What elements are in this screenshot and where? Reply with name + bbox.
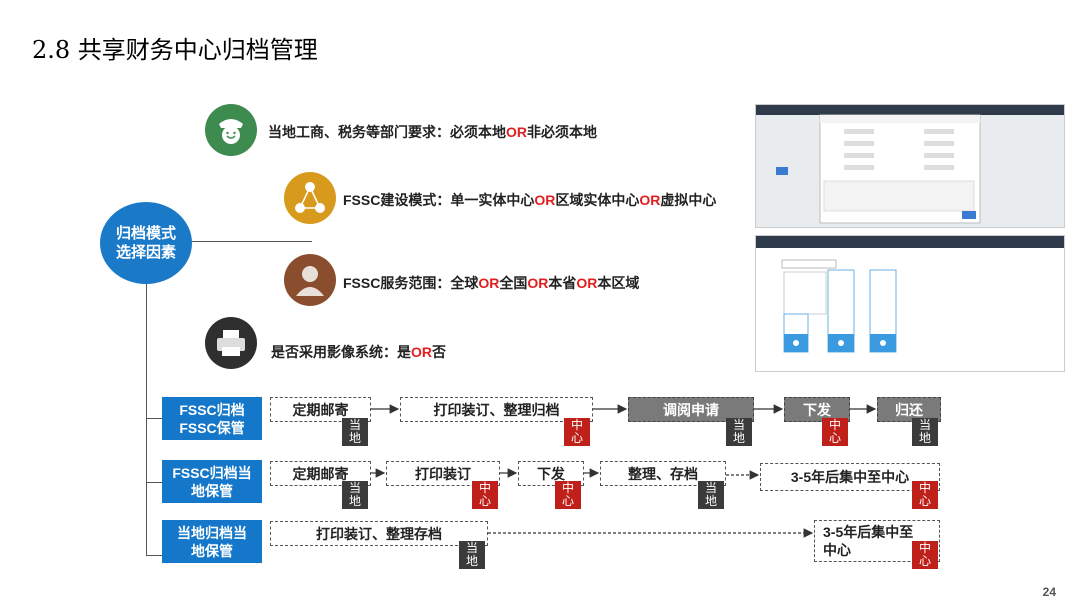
- tag-char: 当: [465, 541, 478, 555]
- network-nodes-icon: [284, 172, 336, 224]
- tag-local: 当地: [459, 541, 485, 569]
- row-label: 当地归档当地保管: [162, 520, 262, 563]
- system-screenshot-image: [755, 235, 1065, 372]
- tag-local: 当地: [342, 418, 368, 446]
- row-label: FSSC归档当地保管: [162, 460, 262, 503]
- tag-local: 当地: [912, 418, 938, 446]
- tag-char: 地: [465, 554, 478, 568]
- tag-char: 心: [561, 494, 574, 508]
- tag-char: 中: [570, 418, 583, 432]
- process-step: 调阅申请: [628, 397, 754, 422]
- tag-char: 当: [732, 418, 745, 432]
- tag-char: 当: [348, 418, 361, 432]
- connector-line: [192, 241, 312, 242]
- printer-icon: [205, 317, 257, 369]
- or-keyword: OR: [639, 192, 661, 208]
- factor-text: 是否采用影像系统：是OR否: [271, 342, 446, 362]
- row-label-text: 当地归档当地保管: [177, 524, 247, 559]
- or-keyword: OR: [478, 275, 500, 291]
- hub-label: 归档模式选择因素: [115, 225, 176, 261]
- process-step: 归还: [877, 397, 941, 422]
- process-step: 3-5年后集中至中心: [760, 463, 940, 491]
- factor-text-part: 区域实体中心: [555, 192, 640, 208]
- tag-local: 当地: [726, 418, 752, 446]
- factor-text-part: 虚拟中心: [660, 192, 717, 208]
- or-keyword: OR: [527, 275, 549, 291]
- tag-local: 当地: [698, 481, 724, 509]
- process-step-text: 3-5年后集中至中心: [823, 524, 914, 558]
- tag-center: 中心: [822, 418, 848, 446]
- tag-char: 中: [478, 481, 491, 495]
- tag-center: 中心: [912, 481, 938, 509]
- tag-center: 中心: [912, 541, 938, 569]
- tag-char: 中: [828, 418, 841, 432]
- factor-text-part: FSSC建设模式：单一实体中心: [343, 192, 535, 208]
- tag-char: 地: [704, 494, 717, 508]
- connector-line: [146, 418, 162, 419]
- factor-text-part: 本区域: [597, 275, 640, 291]
- factor-text-part: 否: [432, 344, 446, 360]
- tag-local: 当地: [342, 481, 368, 509]
- process-step: 打印装订、整理存档: [270, 521, 488, 546]
- connector-line: [146, 555, 162, 556]
- tag-char: 当: [348, 481, 361, 495]
- factor-text: 当地工商、税务等部门要求：必须本地OR非必须本地: [268, 122, 597, 142]
- factor-text-part: 是否采用影像系统：是: [271, 344, 411, 360]
- tag-char: 当: [704, 481, 717, 495]
- tag-char: 中: [561, 481, 574, 495]
- person-icon: [284, 254, 336, 306]
- page-title: 2.8 共享财务中心归档管理: [32, 36, 318, 64]
- tag-char: 地: [348, 494, 361, 508]
- connector-line: [146, 284, 147, 556]
- or-keyword: OR: [576, 275, 598, 291]
- process-step: 打印装订、整理归档: [400, 397, 593, 422]
- process-step: 下发: [784, 397, 850, 422]
- or-keyword: OR: [411, 344, 432, 360]
- tag-char: 中: [918, 541, 931, 555]
- factor-text: FSSC建设模式：单一实体中心OR区域实体中心OR虚拟中心: [343, 190, 716, 210]
- tag-char: 心: [828, 431, 841, 445]
- tag-char: 地: [918, 431, 931, 445]
- row-label: FSSC归档FSSC保管: [162, 397, 262, 440]
- page-number: 24: [1042, 585, 1056, 599]
- tag-char: 地: [732, 431, 745, 445]
- factor-text-part: 本省: [548, 275, 577, 291]
- tag-char: 心: [918, 554, 931, 568]
- connector-line: [146, 482, 162, 483]
- factor-text: FSSC服务范围：全球OR全国OR本省OR本区域: [343, 273, 639, 293]
- police-officer-icon: [205, 104, 257, 156]
- hub-circle: 归档模式选择因素: [100, 202, 192, 284]
- factor-text-part: 非必须本地: [527, 124, 597, 140]
- tag-center: 中心: [564, 418, 590, 446]
- system-screenshot-image: [755, 104, 1065, 228]
- tag-char: 地: [348, 431, 361, 445]
- row-label-text: FSSC归档当地保管: [172, 464, 252, 499]
- tag-char: 心: [918, 494, 931, 508]
- tag-center: 中心: [472, 481, 498, 509]
- factor-text-part: 全国: [499, 275, 528, 291]
- tag-center: 中心: [555, 481, 581, 509]
- tag-char: 心: [478, 494, 491, 508]
- row-label-text: FSSC归档FSSC保管: [179, 401, 245, 436]
- factor-text-part: 当地工商、税务等部门要求：必须本地: [268, 124, 506, 140]
- tag-char: 心: [570, 431, 583, 445]
- process-step: 定期邮寄: [270, 397, 371, 422]
- or-keyword: OR: [506, 124, 527, 140]
- or-keyword: OR: [534, 192, 556, 208]
- tag-char: 中: [918, 481, 931, 495]
- tag-char: 当: [918, 418, 931, 432]
- factor-text-part: FSSC服务范围：全球: [343, 275, 479, 291]
